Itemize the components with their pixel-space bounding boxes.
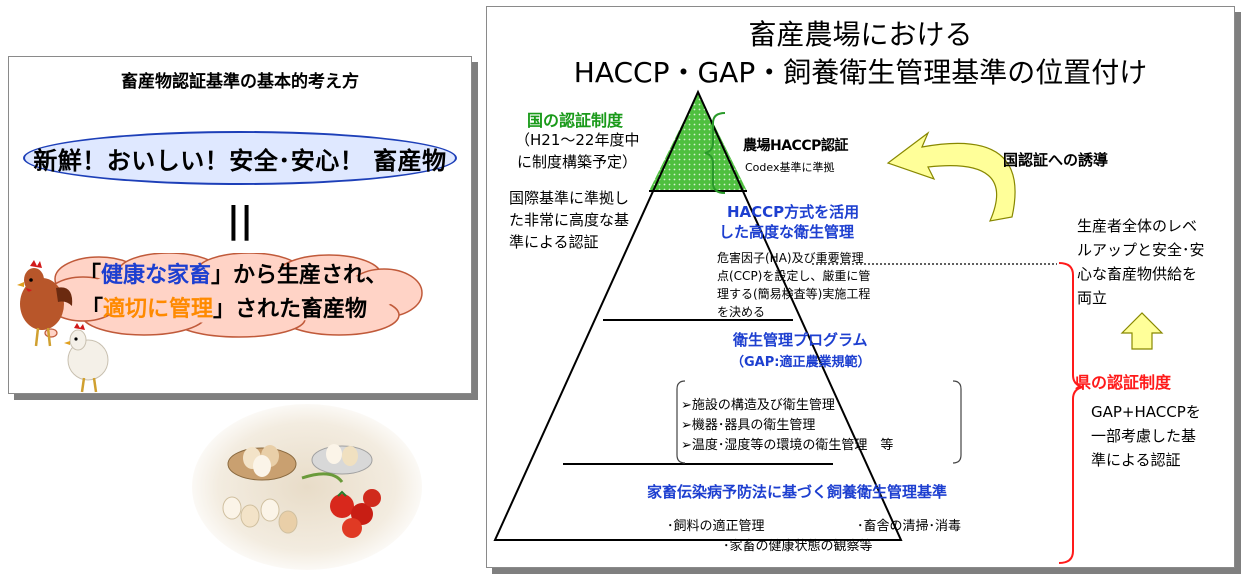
tier3-title-line2: （GAP:適正農業規範） [731, 355, 871, 370]
curved-arrow-icon [886, 131, 1016, 222]
brown-hen-icon [17, 260, 73, 347]
tier2-desc-line1: 危害因子(HA)及び重要管理 [717, 251, 864, 265]
national-desc-line1: 国際基準に準拠し [509, 189, 630, 207]
thought-cloud-shape [44, 253, 423, 338]
national-heading: 国の認証制度 [527, 111, 624, 130]
tier2-title-line1: HACCP方式を活用 [727, 203, 860, 221]
white-hen-icon [64, 323, 109, 393]
tier4-item-feed: ･飼料の適正管理 [667, 519, 765, 534]
cloud-line1-rest: 」から生産され、 [211, 263, 388, 288]
gap-item-facility: ➢施設の構造及び衛生管理 [681, 398, 835, 413]
cloud-line-managed: 「適切に管理」された畜産物 [81, 291, 367, 323]
prefecture-heading: 県の認証制度 [1075, 373, 1172, 392]
bracket-open: 「 [81, 297, 104, 322]
codex-compliance-label: Codex基準に準拠 [745, 161, 835, 174]
gap-item-equipment: ➢機器･器具の衛生管理 [681, 418, 816, 433]
producer-line1: 生産者全体のレベ [1077, 217, 1198, 235]
properly-managed-text: 適切に管理 [103, 297, 214, 322]
national-note-line2: に制度構築予定） [517, 153, 638, 171]
up-arrow-icon [1120, 312, 1164, 350]
gap-items-bracket-left [676, 380, 686, 464]
guidance-to-national-label: 国認証への誘導 [1003, 151, 1109, 169]
eggs-tomatoes-illustration-icon [192, 404, 422, 570]
basic-concept-card: 畜産物認証基準の基本的考え方 新鮮！おいしい！安全･安心！ 畜産物 || 「健康… [8, 56, 472, 394]
apex-tier-fill [649, 92, 747, 191]
tier2-desc-line2: 点(CCP)を設定し、厳重に管 [717, 269, 871, 283]
farm-haccp-certification-label: 農場HACCP認証 [743, 138, 848, 154]
national-desc-line3: 準による認証 [509, 233, 599, 251]
chicken-illustration-icon [17, 260, 109, 393]
producer-line4: 両立 [1077, 289, 1108, 307]
concept-title: 畜産物認証基準の基本的考え方 [121, 72, 359, 92]
tier4-item-health-observation: ･家畜の健康状態の観察等 [723, 539, 873, 554]
cloud-line2-rest: 」された畜産物 [213, 297, 368, 322]
tier2-title-line2: した高度な衛生管理 [719, 223, 855, 241]
tier4-title: 家畜伝染病予防法に基づく飼養衛生管理基準 [647, 483, 948, 501]
pyramid-diagram [493, 89, 1164, 564]
diagram-title-line2: HACCP・GAP・飼養衛生管理基準の位置付け [573, 56, 1148, 89]
prefecture-brace [1058, 262, 1084, 564]
tier2-desc-line3: 理する(簡易検査等)実施工程 [717, 287, 871, 301]
equivalence-sign: || [226, 200, 254, 241]
cloud-line-healthy: 「健康な家畜」から生産され、 [79, 257, 387, 289]
producer-line3: 心な畜産物供給を [1077, 265, 1198, 283]
gap-item-environment: ➢温度･湿度等の環境の衛生管理 等 [681, 438, 894, 453]
prefecture-line1: GAP+HACCPを [1091, 403, 1201, 421]
slogan-text: 新鮮！おいしい！安全･安心！ 畜産物 [33, 146, 447, 175]
national-desc-line2: た非常に高度な基 [509, 211, 630, 229]
gap-items-bracket-right [952, 380, 962, 464]
positioning-diagram-card: 畜産農場における HACCP・GAP・飼養衛生管理基準の位置付け [486, 6, 1235, 568]
prefecture-line3: 準による認証 [1091, 451, 1181, 469]
producer-line2: ルアップと安全･安 [1077, 241, 1205, 259]
national-note-line1: （H21〜22年度中 [515, 131, 640, 149]
pyramid-outline [493, 89, 903, 541]
tier3-title-line1: 衛生管理プログラム [733, 331, 868, 349]
healthy-livestock-text: 健康な家畜 [101, 263, 212, 288]
slogan-oval: 新鮮！おいしい！安全･安心！ 畜産物 [23, 131, 457, 185]
tier4-item-disinfection: ･畜舎の清掃･消毒 [857, 519, 962, 534]
national-brace [704, 112, 726, 194]
prefecture-line2: 一部考慮した基 [1091, 427, 1197, 445]
diagram-title-line1: 畜産農場における [748, 18, 973, 51]
bracket-open: 「 [79, 263, 102, 288]
tier2-desc-line4: を決める [717, 305, 766, 319]
